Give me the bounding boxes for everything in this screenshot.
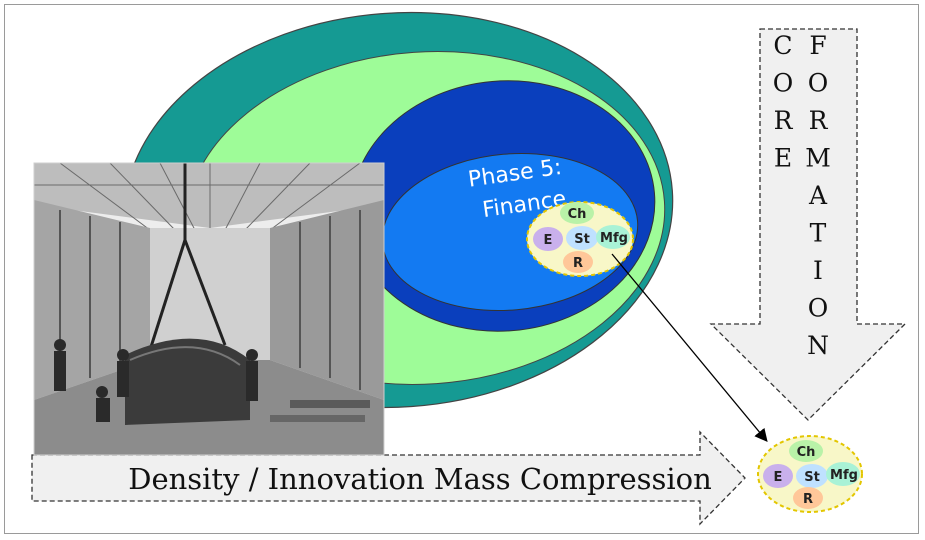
core-letter-left-1: O [773, 69, 794, 98]
core-letter-left-2: R [774, 106, 794, 135]
cluster-inner-mfg: Mfg [600, 231, 628, 246]
cluster-inner-r: R [573, 256, 583, 271]
cluster-outer: Ch E St Mfg R [757, 435, 863, 513]
core-letter-right-5: T [810, 219, 827, 248]
cluster-inner-st: St [574, 232, 590, 247]
cluster-inner-ch: Ch [568, 207, 587, 222]
core-letter-left-3: E [774, 144, 792, 173]
core-letter-right-3: M [805, 144, 831, 173]
density-label: Density / Innovation Mass Compression [128, 462, 712, 496]
cluster-outer-r: R [803, 492, 813, 507]
industrial-factory-engraving [34, 163, 384, 455]
cluster-outer-mfg: Mfg [830, 468, 858, 483]
connector-arrow [611, 253, 768, 443]
core-letter-left-0: C [773, 31, 792, 60]
core-formation-arrow [709, 28, 907, 421]
cluster-inner: Ch E St Mfg R [526, 201, 634, 277]
core-letter-right-7: O [808, 294, 829, 323]
cluster-inner-e: E [544, 233, 553, 248]
core-letter-right-8: N [807, 331, 829, 360]
diagram-frame [4, 4, 919, 534]
cluster-outer-e: E [774, 470, 783, 485]
core-letter-right-0: F [809, 31, 826, 60]
core-letter-right-6: I [813, 256, 823, 285]
core-letter-right-1: O [808, 69, 829, 98]
cluster-outer-st: St [804, 470, 820, 485]
cluster-outer-ch: Ch [797, 445, 816, 460]
core-letter-right-4: A [808, 181, 828, 210]
core-letter-right-2: R [809, 106, 829, 135]
